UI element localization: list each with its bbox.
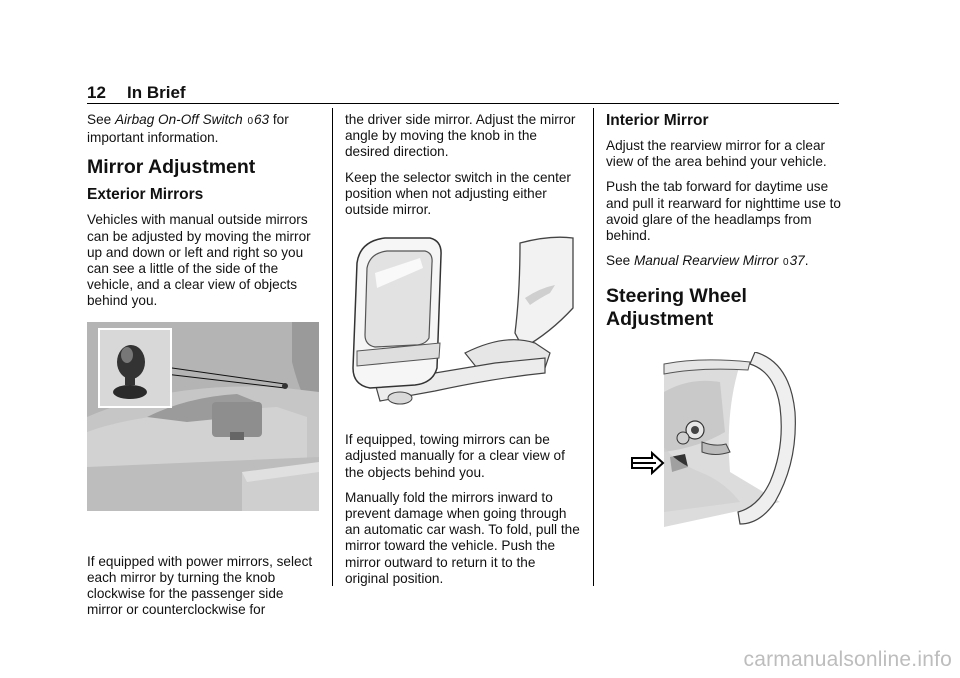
interior-mirror-heading: Interior Mirror bbox=[606, 112, 709, 129]
see-text: See bbox=[606, 253, 631, 269]
column-2: the driver side mirror. Adjust the mirro… bbox=[345, 112, 580, 596]
see-rearview-paragraph: See Manual Rearview Mirror 037. bbox=[606, 253, 841, 271]
selector-switch-paragraph: Keep the selector switch in the center p… bbox=[345, 169, 571, 218]
interior-mirror-paragraph-1: Adjust the rearview mirror for a clear v… bbox=[606, 138, 827, 170]
towing-mirror-illustration bbox=[352, 236, 574, 405]
see-text: See bbox=[87, 112, 112, 127]
page-header: 12 In Brief bbox=[87, 83, 839, 103]
period: . bbox=[804, 253, 809, 269]
section-title: In Brief bbox=[127, 83, 186, 102]
page-ref-icon: 0 bbox=[783, 257, 789, 269]
column-divider-2 bbox=[593, 108, 594, 586]
manual-rearview-mirror-link[interactable]: Manual Rearview Mirror bbox=[633, 253, 779, 269]
column-divider-1 bbox=[332, 108, 333, 586]
power-mirrors-paragraph: If equipped with power mirrors, select e… bbox=[87, 553, 313, 618]
door-panel-mirror-knob-illustration bbox=[87, 322, 319, 511]
column-3: Interior Mirror Adjust the rearview mirr… bbox=[606, 112, 841, 339]
driver-mirror-paragraph: the driver side mirror. Adjust the mirro… bbox=[345, 112, 576, 160]
intro-rest-text: for important information. bbox=[87, 112, 289, 146]
airbag-switch-link[interactable]: Airbag On-Off Switch bbox=[114, 112, 243, 127]
fold-mirrors-paragraph: Manually fold the mirrors inward to prev… bbox=[345, 489, 580, 586]
mirror-adjustment-heading: Mirror Adjustment bbox=[87, 156, 256, 179]
exterior-mirrors-heading: Exterior Mirrors bbox=[87, 186, 204, 204]
towing-mirrors-paragraph: If equipped, towing mirrors can be adjus… bbox=[345, 432, 565, 480]
page-number: 12 bbox=[87, 83, 106, 102]
watermark-text: carmanualsonline.info bbox=[743, 648, 952, 671]
page-ref-number[interactable]: 37 bbox=[789, 253, 805, 269]
intro-paragraph: See Airbag On-Off Switch 063 for importa… bbox=[87, 112, 322, 146]
page-ref-icon: 0 bbox=[247, 116, 253, 127]
exterior-mirrors-paragraph: Vehicles with manual outside mirrors can… bbox=[87, 212, 311, 309]
steering-wheel-tilt-lever-illustration bbox=[631, 352, 796, 527]
header-rule bbox=[87, 103, 839, 104]
interior-mirror-paragraph-2: Push the tab forward for daytime use and… bbox=[606, 179, 841, 244]
steering-wheel-adjustment-heading: Steering Wheel Adjustment bbox=[606, 285, 747, 331]
page-ref-number[interactable]: 63 bbox=[254, 112, 270, 127]
column-1: See Airbag On-Off Switch 063 for importa… bbox=[87, 112, 322, 627]
